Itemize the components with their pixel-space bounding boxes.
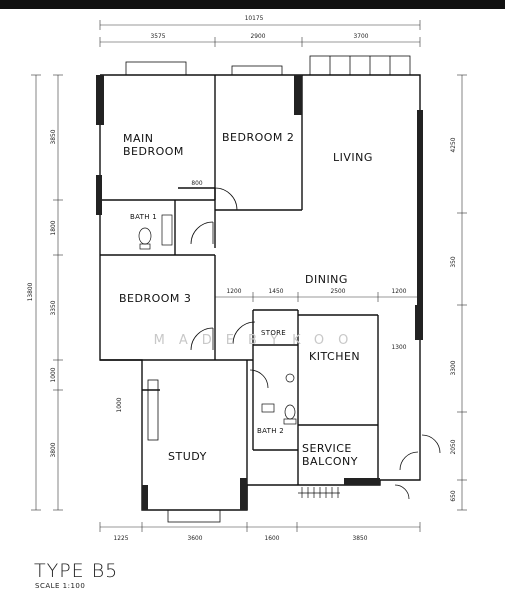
dim-inner-1000: 1000	[115, 397, 123, 412]
label-kitchen: KITCHEN	[309, 350, 360, 363]
dim-left-total: 13800	[26, 282, 34, 301]
dim-inner-2500: 2500	[331, 287, 346, 295]
dim-inner-800: 800	[191, 179, 202, 187]
label-main-bedroom-line1: MAIN	[123, 132, 154, 145]
dim-inner-1200b: 1200	[392, 287, 407, 295]
dim-top-3: 3700	[354, 32, 369, 40]
dim-bottom-1: 1225	[114, 534, 129, 542]
door-swings	[190, 187, 441, 500]
label-balcony: BALCONY	[302, 455, 358, 468]
dim-bottom-3: 1600	[265, 534, 280, 542]
label-bath-2: BATH 2	[257, 427, 284, 435]
label-living: LIVING	[333, 151, 373, 164]
dim-left-2: 1800	[49, 220, 57, 235]
dimension-lines	[31, 20, 467, 532]
balcony-railing	[298, 487, 340, 498]
dim-bottom-4: 3850	[353, 534, 368, 542]
dim-left-5: 3800	[49, 442, 57, 457]
dim-top-2: 2900	[251, 32, 266, 40]
bath-fixtures	[138, 214, 297, 425]
dim-inner-1450: 1450	[269, 287, 284, 295]
windows	[125, 55, 411, 523]
dim-right-1: 4250	[449, 137, 457, 152]
label-study: STUDY	[168, 450, 207, 463]
top-border-bar	[0, 0, 505, 9]
dim-right-4: 2050	[449, 439, 457, 454]
plan-scale: SCALE 1:100	[35, 582, 86, 590]
dim-top-total: 10175	[245, 14, 264, 22]
label-dining: DINING	[305, 273, 348, 286]
label-service: SERVICE	[302, 442, 352, 455]
dim-left-3: 3350	[49, 300, 57, 315]
dim-bottom-2: 3600	[188, 534, 203, 542]
label-bath-1: BATH 1	[130, 213, 157, 221]
dim-left-1: 3850	[49, 129, 57, 144]
label-bedroom-2: BEDROOM 2	[222, 131, 294, 144]
dim-top-1: 3575	[151, 32, 166, 40]
plan-type-title: TYPE B5	[34, 560, 119, 582]
label-store: STORE	[261, 329, 286, 337]
dim-inner-1200a: 1200	[227, 287, 242, 295]
label-main-bedroom-line2: BEDROOM	[123, 145, 184, 158]
dim-inner-1300: 1300	[392, 343, 407, 351]
dim-right-5: 650	[449, 490, 457, 501]
dim-right-3: 3300	[449, 360, 457, 375]
dim-left-4: 1000	[49, 367, 57, 382]
dim-right-2: 350	[449, 256, 457, 267]
label-bedroom-3: BEDROOM 3	[119, 292, 191, 305]
structural-columns	[96, 75, 423, 510]
watermark: MADEBYKOO	[154, 333, 363, 348]
